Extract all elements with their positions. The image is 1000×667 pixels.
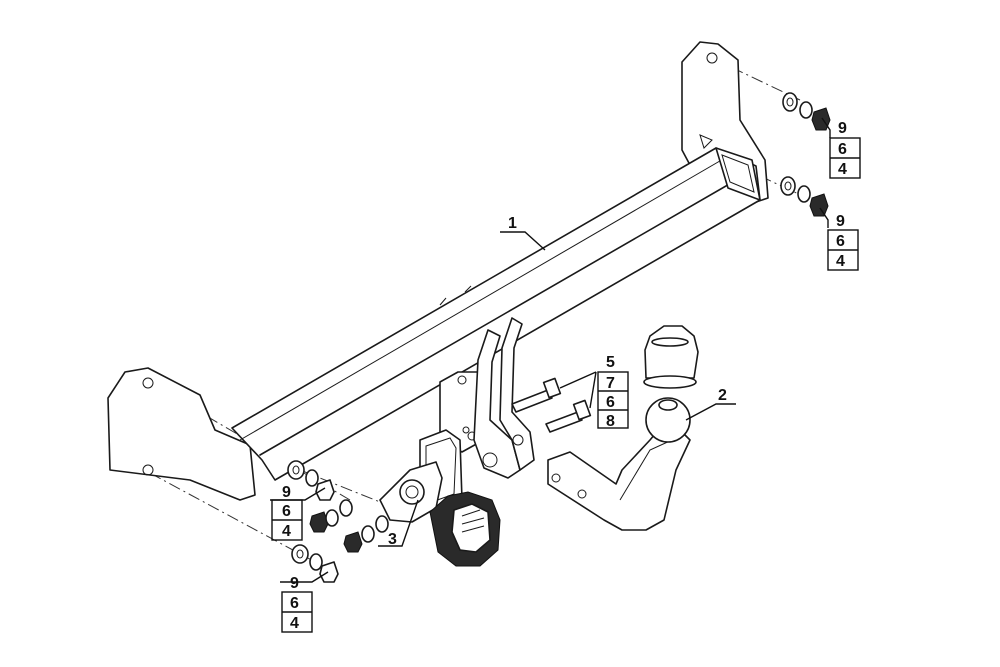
- stack-tr1-4: 4: [838, 161, 847, 178]
- center-bracket: [439, 317, 535, 479]
- callout-3-label: 3: [388, 531, 397, 548]
- stack-l2-9: 9: [290, 575, 299, 592]
- stack-tr1-6: 6: [838, 141, 847, 158]
- callout-stack-top-right-2: 9 6 4: [827, 213, 859, 271]
- fasteners-left: [287, 460, 389, 583]
- callout-stack-top-right-1: 9 6 4: [829, 120, 861, 179]
- fasteners-top-right: [780, 92, 831, 217]
- callout-stack-bolts: 5 7 6 8: [597, 354, 629, 430]
- bolts: [511, 377, 592, 433]
- stack-tr1-9: 9: [838, 120, 847, 137]
- crossbar-assembly: [107, 41, 769, 501]
- callout-1: 1: [508, 215, 517, 232]
- stack-l2-4: 4: [290, 615, 299, 632]
- stack-l1-6: 6: [282, 503, 291, 520]
- bolt-callout-6: 6: [606, 394, 615, 411]
- stack-tr2-4: 4: [836, 253, 845, 270]
- stack-l1-9: 9: [282, 484, 291, 501]
- callout-2: 2: [718, 387, 727, 404]
- callout-1-label: 1: [508, 215, 517, 232]
- callout-stack-left-2: 9 6 4: [281, 575, 313, 633]
- stack-tr2-6: 6: [836, 233, 845, 250]
- stack-l1-4: 4: [282, 523, 291, 540]
- towball-assembly: [547, 325, 699, 531]
- callout-2-label: 2: [718, 387, 727, 404]
- callout-stack-left-1: 9 6 4: [271, 484, 303, 541]
- bolt-callout-7: 7: [606, 375, 615, 392]
- bolt-callout-5: 5: [606, 354, 615, 371]
- bolt-callout-8: 8: [606, 413, 615, 430]
- stack-l2-6: 6: [290, 595, 299, 612]
- callout-3: 3: [388, 531, 397, 548]
- socket-assembly: [379, 429, 501, 567]
- stack-tr2-9: 9: [836, 213, 845, 230]
